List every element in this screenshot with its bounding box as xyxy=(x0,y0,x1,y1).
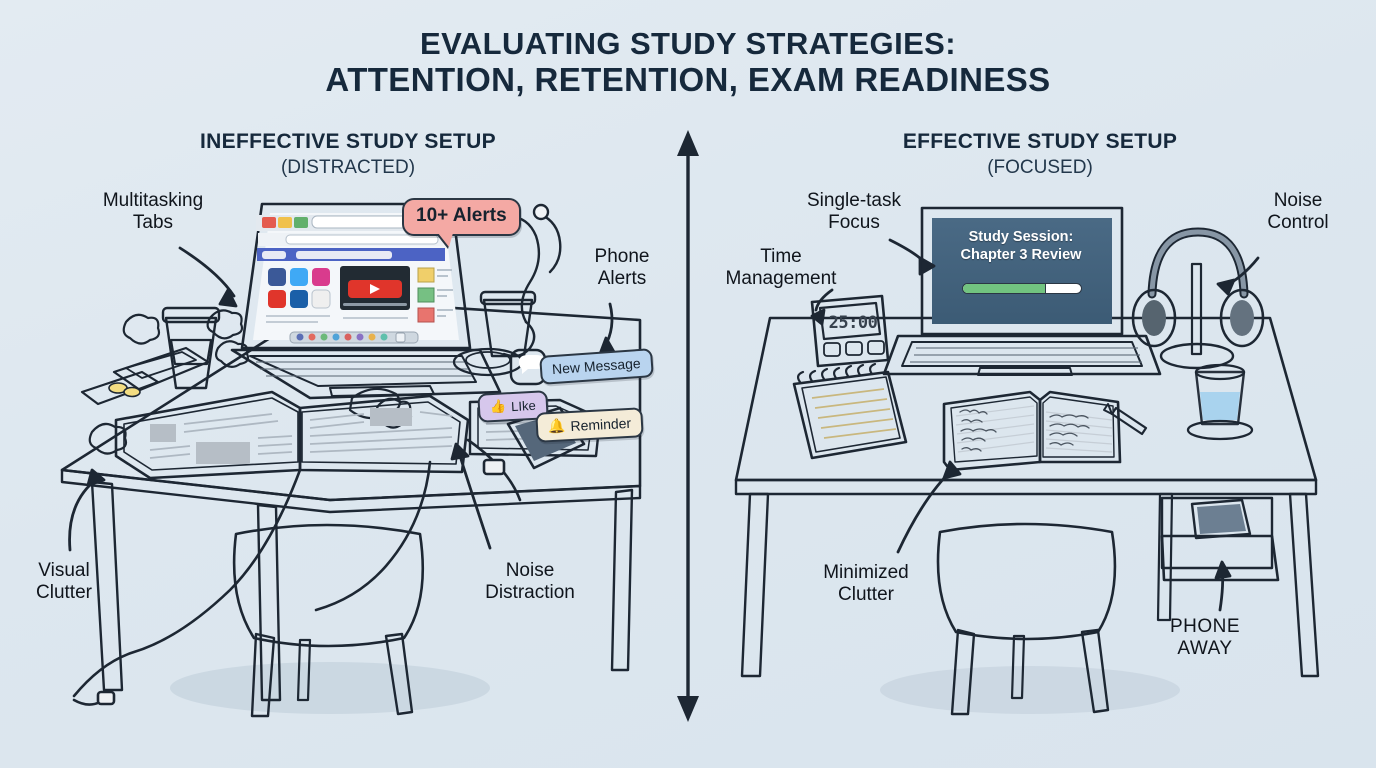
chair-right xyxy=(936,522,1117,716)
label-minimized-clutter: Minimized Clutter xyxy=(823,562,909,606)
label-single-task-focus: Single-task Focus xyxy=(807,190,901,234)
left-panel-heading-sub: (DISTRACTED) xyxy=(280,157,416,178)
label-noise-control: Noise Control xyxy=(1267,190,1329,234)
snack-wrappers xyxy=(80,346,401,420)
paper-cup-second xyxy=(479,290,537,358)
screen-line-1: Study Session: xyxy=(968,229,1074,245)
notification-label: Reminder xyxy=(570,414,632,434)
feed-cards xyxy=(417,267,453,323)
thumbs-up-icon: 👍 xyxy=(489,398,507,415)
chair-left xyxy=(232,523,425,718)
crumpled-paper-balls xyxy=(88,309,413,455)
right-panel-heading-main: EFFECTIVE STUDY SETUP xyxy=(902,130,1178,153)
open-textbook-main xyxy=(114,390,470,480)
coffee-cup xyxy=(161,306,221,390)
label-noise-distraction: Noise Distraction xyxy=(485,560,575,604)
headphones-on-stand xyxy=(1131,227,1265,370)
right-panel-heading-sub: (FOCUSED) xyxy=(987,157,1093,178)
screen-line-2: Chapter 3 Review xyxy=(960,247,1082,264)
notification-label: New Message xyxy=(551,354,642,378)
label-phone-away: PHONE AWAY xyxy=(1169,616,1241,660)
video-player xyxy=(340,266,410,310)
title-line-1: EVALUATING STUDY STRATEGIES: xyxy=(420,26,956,61)
notification-label: LIke xyxy=(510,397,537,414)
study-progress-bar xyxy=(962,283,1082,294)
divider-arrow xyxy=(677,130,699,722)
label-multitasking-tabs: Multitasking Tabs xyxy=(102,190,204,234)
page-title: EVALUATING STUDY STRATEGIES: ATTENTION, … xyxy=(0,26,1376,99)
bell-icon: 🔔 xyxy=(547,417,566,435)
pen xyxy=(1103,403,1148,436)
left-scene-floor-shadow xyxy=(170,662,490,714)
label-visual-clutter: Visual Clutter xyxy=(36,560,92,604)
right-panel-heading: EFFECTIVE STUDY SETUP (FOCUSED) xyxy=(810,130,1270,179)
notification-reminder[interactable]: 🔔 Reminder xyxy=(535,407,644,443)
laptop-screen-text: Study Session: Chapter 3 Review xyxy=(930,228,1112,264)
social-media-icons xyxy=(268,268,331,309)
timer-display: 25:00 xyxy=(828,313,878,333)
left-panel-heading-main: INEFFECTIVE STUDY SETUP xyxy=(200,130,496,153)
spiral-notebook xyxy=(792,362,908,460)
open-notebook-handwriting xyxy=(942,390,1122,472)
notification-new-message[interactable]: New Message xyxy=(539,348,654,385)
label-time-management: Time Management xyxy=(725,246,837,290)
alert-badge: 10+ Alerts xyxy=(402,198,521,236)
title-line-2: ATTENTION, RETENTION, EXAM READINESS xyxy=(325,61,1051,99)
annotation-arrows xyxy=(68,238,1260,612)
label-phone-alerts: Phone Alerts xyxy=(594,246,650,290)
study-progress-fill xyxy=(963,284,1046,293)
dirty-plate xyxy=(452,347,524,377)
desk-drawer xyxy=(1160,496,1280,582)
right-scene-floor-shadow xyxy=(880,666,1180,714)
glass-of-water xyxy=(1186,363,1254,441)
left-panel-heading: INEFFECTIVE STUDY SETUP (DISTRACTED) xyxy=(118,130,578,179)
